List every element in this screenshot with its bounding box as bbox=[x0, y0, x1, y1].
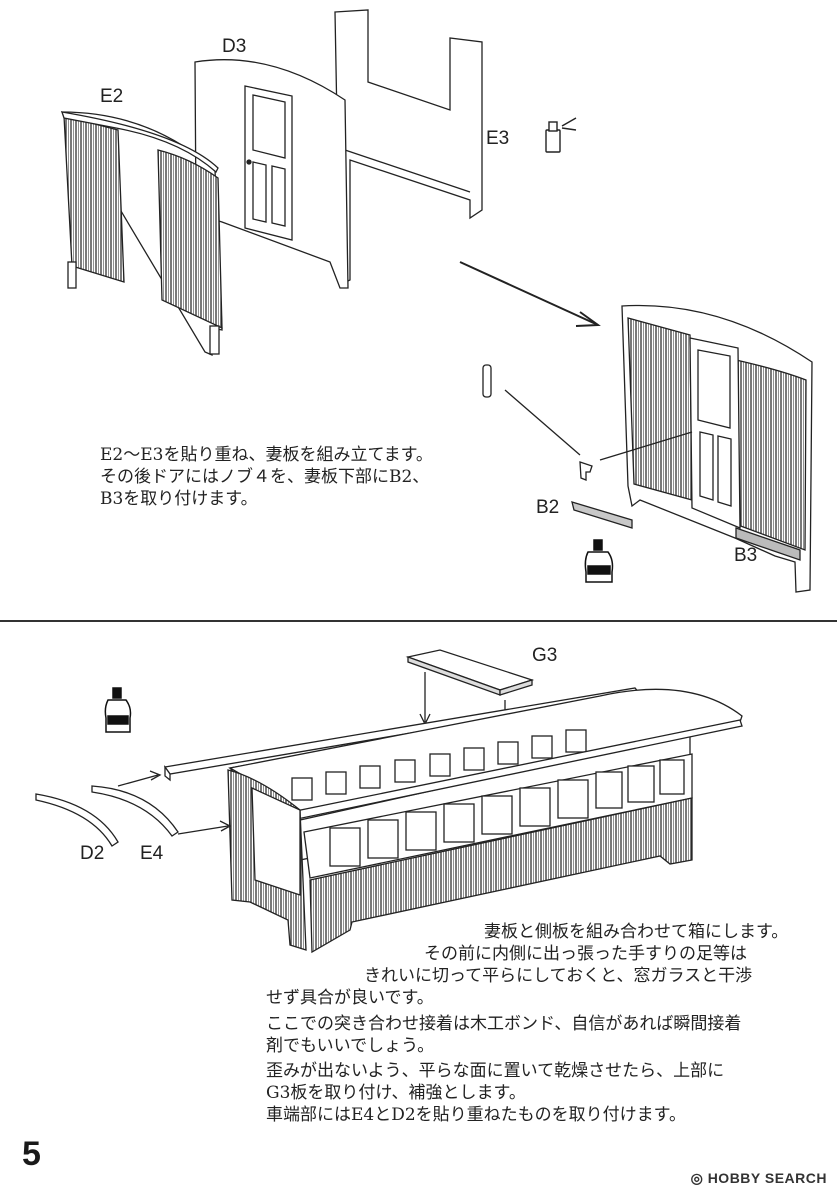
step2-line: その前に内側に出っ張った手すりの足等は bbox=[424, 944, 747, 964]
brand-text: HOBBY SEARCH bbox=[707, 1170, 827, 1186]
step2-line: 車端部にはE4とD2を貼り重ねたものを取り付けます。 bbox=[266, 1105, 686, 1125]
step2-line: 剤でもいいでしょう。 bbox=[266, 1036, 435, 1056]
label-b3: B3 bbox=[734, 545, 758, 566]
label-e4: E4 bbox=[140, 843, 164, 864]
label-e3: E3 bbox=[486, 128, 510, 149]
label-d3: D3 bbox=[222, 36, 247, 57]
brand-watermark: ◎ HOBBY SEARCH bbox=[691, 1170, 827, 1187]
step1-line: E2～E3を貼り重ね、妻板を組み立てます。 bbox=[100, 445, 433, 465]
step1-line: B3を取り付けます。 bbox=[100, 489, 258, 509]
label-b2: B2 bbox=[536, 497, 560, 518]
part-d2-arc bbox=[35, 793, 119, 847]
car-body-box bbox=[227, 688, 743, 954]
part-e2-panel bbox=[60, 111, 223, 356]
assembly-arrows bbox=[117, 770, 232, 835]
step1-instructions: E2～E3を貼り重ね、妻板を組み立てます。 その後ドアにはノブ４を、妻板下部にB… bbox=[100, 444, 433, 510]
part-d3-panel bbox=[194, 59, 349, 289]
part-e4-arc bbox=[91, 785, 179, 837]
label-g3: G3 bbox=[532, 645, 558, 666]
glue-bottle-icon bbox=[104, 687, 132, 733]
step2-line: 歪みが出ないよう、平らな面に置いて乾燥させたら、上部に bbox=[266, 1061, 725, 1081]
step2-line: ここでの突き合わせ接着は木工ボンド、自信があれば瞬間接着 bbox=[266, 1014, 742, 1034]
part-b2-bar bbox=[571, 501, 633, 529]
brand-logo-icon: ◎ bbox=[690, 1170, 704, 1186]
label-d2: D2 bbox=[80, 843, 105, 864]
step2-line: きれいに切って平らにしておくと、窓ガラスと干渉 bbox=[364, 966, 753, 986]
end-wall-assembly-illustration bbox=[60, 9, 813, 593]
glue-tube-icon bbox=[545, 117, 577, 153]
assembled-end-wall bbox=[621, 304, 813, 593]
door-knob-part bbox=[482, 364, 693, 481]
step2-line: せず具合が良いです。 bbox=[266, 988, 434, 1008]
step1-line: その後ドアにはノブ４を、妻板下部にB2、 bbox=[100, 467, 430, 487]
part-top-rail bbox=[163, 687, 642, 782]
step2-line: 妻板と側板を組み合わせて箱にします。 bbox=[484, 922, 789, 942]
label-e2: E2 bbox=[100, 86, 124, 107]
assembly-arrow-icon bbox=[459, 261, 601, 327]
page-number: 5 bbox=[22, 1135, 41, 1173]
part-g3-plate bbox=[405, 649, 535, 749]
section-divider bbox=[0, 620, 837, 622]
part-e3-panel bbox=[334, 9, 483, 287]
step2-line: G3板を取り付け、補強とします。 bbox=[266, 1083, 526, 1103]
glue-bottle-icon bbox=[584, 539, 614, 583]
